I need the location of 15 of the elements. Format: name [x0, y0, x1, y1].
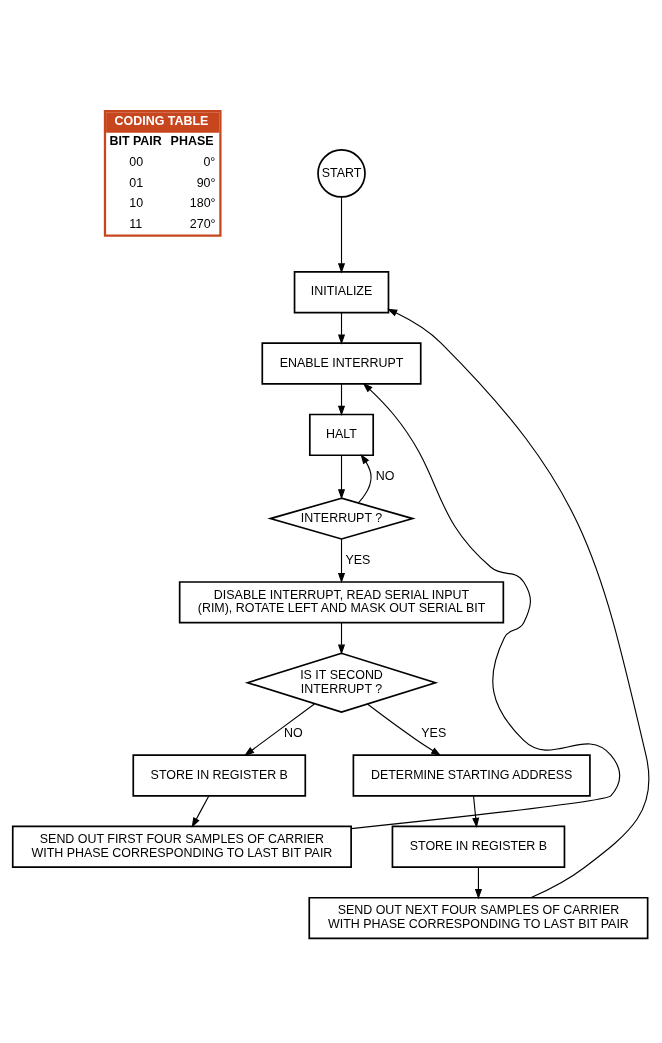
label: PHASE: [170, 133, 214, 148]
label: 0°: [203, 154, 216, 169]
edge-label: NO: [375, 468, 395, 483]
label: BIT PAIR: [109, 133, 162, 148]
label: 10: [129, 195, 144, 210]
edge-label: YES: [345, 552, 371, 567]
edge-label: NO: [284, 725, 303, 740]
label: 270°: [189, 216, 216, 231]
label: 90°: [196, 175, 216, 190]
label: 00: [129, 154, 144, 169]
edge-label: YES: [421, 725, 447, 740]
label: 180°: [189, 195, 216, 210]
label: 11: [129, 216, 143, 231]
label: 01: [129, 175, 144, 190]
label: CODING TABLE: [114, 113, 209, 128]
